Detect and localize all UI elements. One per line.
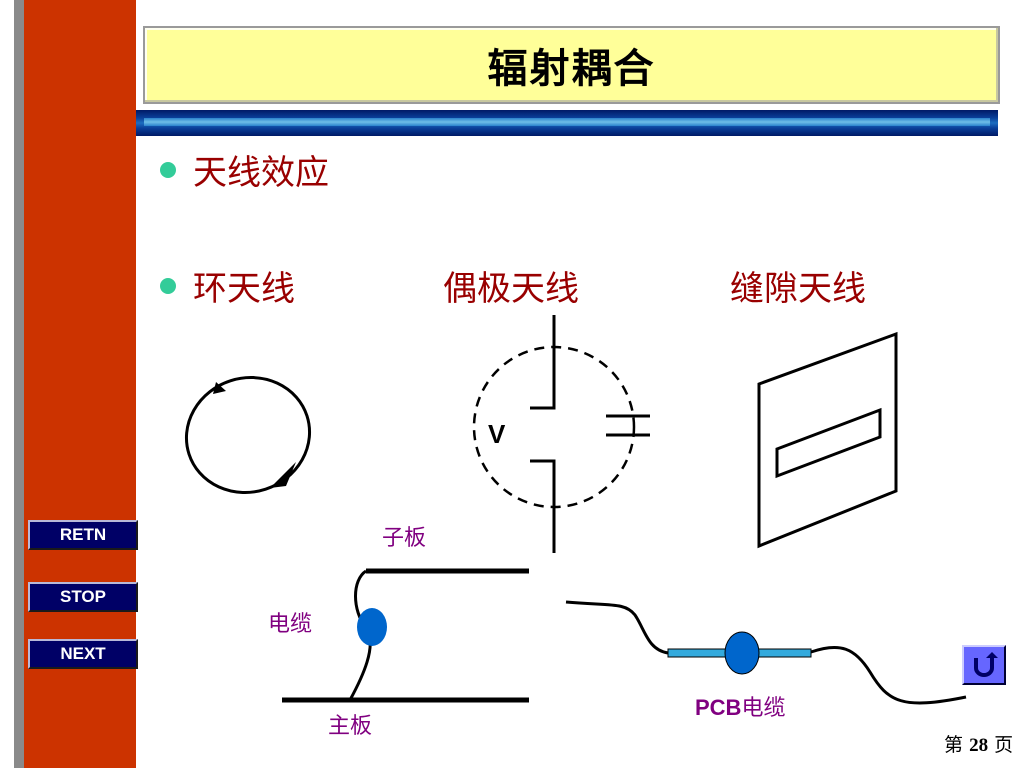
main-board-label: 主板 (328, 714, 373, 739)
bullet-dot (160, 278, 176, 294)
pcb-label-prefix: PCB (695, 695, 742, 720)
voltage-label: V (488, 419, 506, 449)
page-value: 28 (969, 735, 989, 756)
dipole-antenna-diagram (472, 315, 650, 553)
side-bar-shadow (14, 0, 26, 768)
return-button[interactable] (962, 645, 1006, 685)
title-box: 辐射耦合 (143, 26, 1000, 104)
dipole-antenna-label: 偶极天线 (443, 269, 579, 309)
slot-antenna-diagram (757, 331, 898, 549)
pcb-ferrite-blob (724, 631, 760, 675)
page-suffix: 页 (994, 734, 1014, 756)
pcb-cable-label: PCB电缆 (695, 690, 785, 722)
cable-ferrite-blob (357, 608, 387, 646)
pcb-label-suffix: 电缆 (741, 696, 786, 721)
slide-title: 辐射耦合 (487, 45, 656, 92)
cable-board-diagram (282, 568, 967, 705)
title-underbar (136, 110, 998, 136)
bullet-loop-antenna: 环天线 (193, 269, 295, 309)
slot-antenna-label: 缝隙天线 (730, 269, 866, 309)
page-prefix: 第 (944, 734, 964, 756)
next-button[interactable]: NEXT (28, 639, 138, 669)
retn-button[interactable]: RETN (28, 520, 138, 550)
loop-antenna-diagram (184, 376, 312, 494)
bullet-dot (160, 162, 176, 178)
bullet-antenna-effect: 天线效应 (193, 153, 329, 193)
cable-label: 电缆 (268, 612, 313, 637)
page-number: 第 28 页 (944, 730, 1013, 757)
daughter-board-label: 子板 (382, 526, 427, 551)
return-arrow-icon (974, 652, 998, 677)
stop-button[interactable]: STOP (28, 582, 138, 612)
